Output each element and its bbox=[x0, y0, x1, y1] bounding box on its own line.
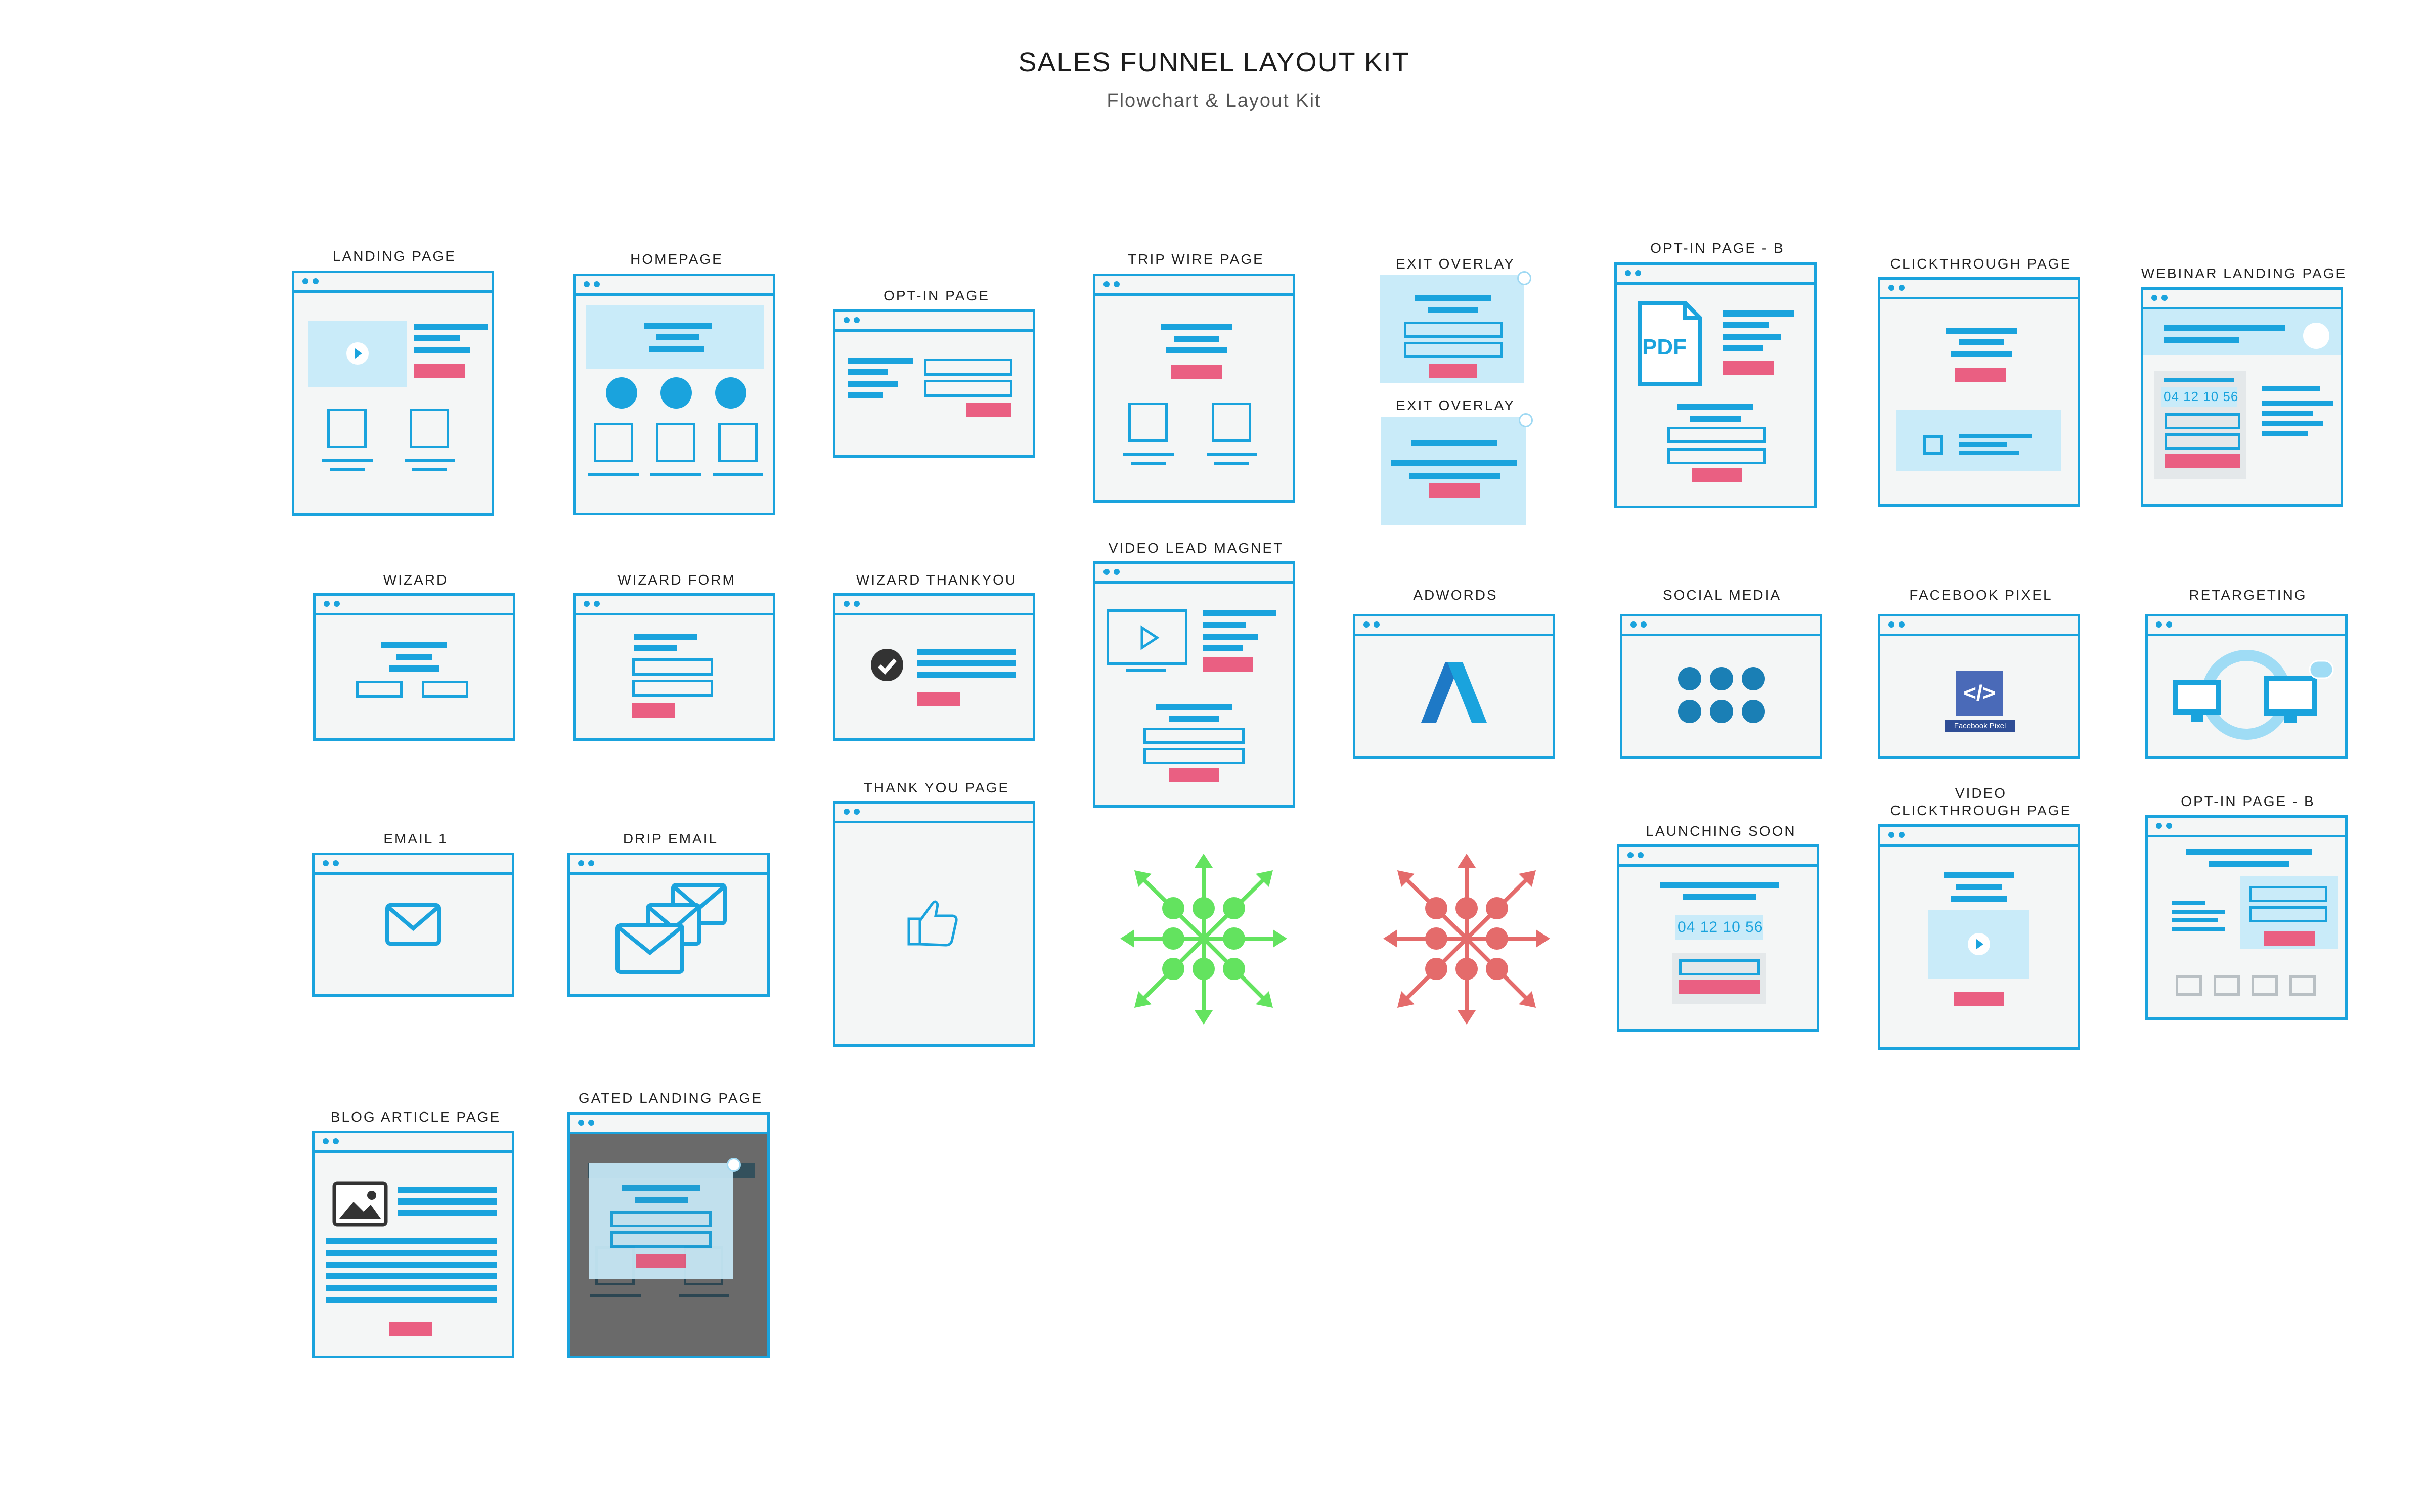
close-icon[interactable] bbox=[727, 1158, 741, 1172]
label-social-media: SOCIAL MEDIA bbox=[1662, 587, 1782, 603]
optin-page-b-2-window[interactable] bbox=[2145, 815, 2348, 1020]
label-exit-overlay-2: EXIT OVERLAY bbox=[1396, 397, 1515, 413]
youtube-icon[interactable] bbox=[1710, 700, 1733, 723]
wizard-thankyou-window[interactable] bbox=[833, 593, 1035, 741]
retargeting-cycle-icon bbox=[2173, 650, 2334, 740]
label-webinar-landing-page: WEBINAR LANDING PAGE bbox=[2141, 265, 2347, 281]
facebook-pixel-caption: Facebook Pixel bbox=[1945, 720, 2015, 732]
label-drip-email: DRIP EMAIL bbox=[623, 831, 719, 847]
launching-soon-window[interactable]: 04 12 10 56 bbox=[1617, 844, 1819, 1032]
thank-you-page-window[interactable] bbox=[833, 801, 1035, 1047]
play-icon bbox=[1968, 933, 1990, 955]
image-icon bbox=[2289, 975, 2316, 996]
image-icon bbox=[2176, 975, 2202, 996]
image-icon bbox=[2252, 975, 2278, 996]
label-thank-you-page: THANK YOU PAGE bbox=[863, 780, 1010, 795]
adwords-logo bbox=[1421, 662, 1487, 723]
exit-overlay-1-panel[interactable] bbox=[1380, 275, 1524, 383]
email-1-window[interactable] bbox=[312, 853, 514, 997]
close-icon[interactable] bbox=[1517, 271, 1531, 285]
envelope-icon bbox=[385, 903, 441, 946]
gated-overlay-panel[interactable] bbox=[589, 1163, 733, 1279]
label-email-1: EMAIL 1 bbox=[383, 831, 448, 847]
arrows-expand-icon bbox=[1120, 854, 1287, 1025]
linkedin-icon[interactable] bbox=[1742, 700, 1765, 723]
envelope-icon bbox=[615, 883, 727, 974]
twitter-icon[interactable] bbox=[1710, 667, 1733, 690]
trip-wire-page-window[interactable] bbox=[1093, 274, 1295, 503]
pdf-text: PDF bbox=[1642, 335, 1687, 360]
homepage-window[interactable] bbox=[573, 274, 775, 515]
label-blog-article-page: BLOG ARTICLE PAGE bbox=[330, 1109, 501, 1125]
landing-page-window[interactable] bbox=[292, 271, 494, 516]
label-homepage: HOMEPAGE bbox=[630, 251, 723, 267]
label-retargeting: RETARGETING bbox=[2189, 587, 2307, 603]
drip-email-window[interactable] bbox=[567, 853, 770, 997]
thumbs-up-icon bbox=[907, 900, 958, 947]
label-optin-page: OPT-IN PAGE bbox=[884, 288, 990, 303]
retargeting-window[interactable] bbox=[2145, 614, 2348, 759]
check-icon bbox=[871, 649, 903, 681]
play-icon bbox=[346, 342, 369, 365]
optin-page-window[interactable] bbox=[833, 309, 1035, 458]
play-icon bbox=[1140, 625, 1160, 650]
label-video-clickthrough-1: VIDEO bbox=[1955, 785, 2007, 801]
window-bar bbox=[294, 273, 492, 293]
instagram-icon[interactable] bbox=[1742, 667, 1765, 690]
label-optin-page-b-1: OPT-IN PAGE - B bbox=[1650, 240, 1785, 256]
label-wizard-thankyou: WIZARD THANKYOU bbox=[856, 572, 1018, 588]
label-exit-overlay-1: EXIT OVERLAY bbox=[1396, 256, 1515, 272]
label-clickthrough-page: CLICKTHROUGH PAGE bbox=[1890, 256, 2072, 272]
optin-page-b-1-window[interactable]: PDF bbox=[1614, 262, 1817, 508]
facebook-icon[interactable] bbox=[1678, 667, 1701, 690]
wizard-form-window[interactable] bbox=[573, 593, 775, 741]
clickthrough-page-window[interactable] bbox=[1878, 277, 2080, 507]
page-title: SALES FUNNEL LAYOUT KIT bbox=[1018, 47, 1410, 77]
blog-article-page-window[interactable] bbox=[312, 1131, 514, 1358]
close-icon[interactable] bbox=[1519, 413, 1533, 427]
label-optin-page-b-2: OPT-IN PAGE - B bbox=[2181, 793, 2315, 809]
wizard-window[interactable] bbox=[313, 593, 515, 741]
label-adwords: ADWORDS bbox=[1413, 587, 1498, 603]
google-plus-icon[interactable] bbox=[1678, 700, 1701, 723]
code-icon: </> bbox=[1956, 671, 2003, 716]
gated-landing-page-window[interactable] bbox=[567, 1112, 770, 1358]
label-wizard-form: WIZARD FORM bbox=[617, 572, 736, 588]
exit-overlay-2-panel[interactable] bbox=[1381, 417, 1526, 525]
social-media-window[interactable] bbox=[1620, 614, 1822, 759]
label-landing-page: LANDING PAGE bbox=[333, 248, 456, 264]
page-subtitle: Flowchart & Layout Kit bbox=[1107, 90, 1321, 111]
webinar-landing-page-window[interactable]: 04 12 10 56 bbox=[2141, 287, 2343, 507]
countdown-timer: 04 12 10 56 bbox=[1677, 919, 1763, 936]
label-video-lead-magnet: VIDEO LEAD MAGNET bbox=[1108, 540, 1284, 556]
label-gated-landing-page: GATED LANDING PAGE bbox=[578, 1090, 763, 1106]
pdf-icon bbox=[1638, 301, 1702, 386]
label-wizard: WIZARD bbox=[383, 572, 449, 588]
arrows-expand-icon bbox=[1383, 854, 1550, 1025]
image-icon bbox=[332, 1181, 388, 1227]
label-video-clickthrough-2: CLICKTHROUGH PAGE bbox=[1890, 803, 2072, 818]
image-icon bbox=[2214, 975, 2240, 996]
label-launching-soon: LAUNCHING SOON bbox=[1646, 823, 1796, 839]
label-trip-wire-page: TRIP WIRE PAGE bbox=[1128, 251, 1264, 267]
video-lead-magnet-window[interactable] bbox=[1093, 561, 1295, 808]
facebook-pixel-window[interactable]: </> Facebook Pixel bbox=[1878, 614, 2080, 759]
countdown-timer: 04 12 10 56 bbox=[2164, 389, 2239, 404]
video-clickthrough-page-window[interactable] bbox=[1878, 824, 2080, 1050]
label-facebook-pixel: FACEBOOK PIXEL bbox=[1909, 587, 2053, 603]
adwords-window[interactable] bbox=[1353, 614, 1555, 759]
